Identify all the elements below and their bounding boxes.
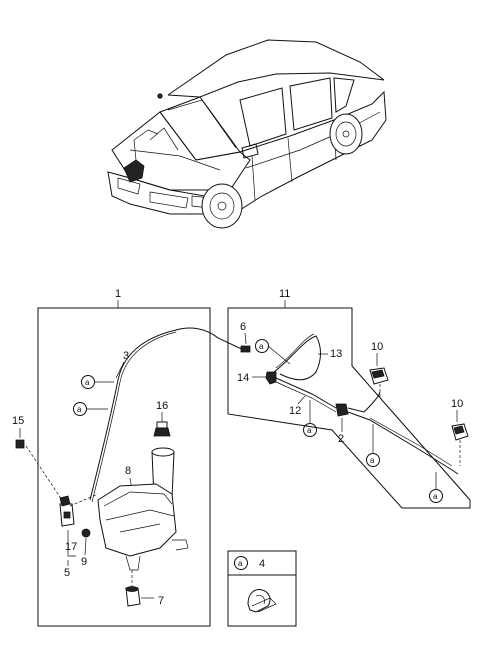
callout-a-right-hose: [366, 453, 380, 467]
part-label-3: 3: [123, 350, 129, 362]
callout-letter: a: [433, 492, 438, 501]
part-label-4: 4: [259, 558, 265, 570]
part-label-1: 1: [115, 288, 121, 300]
grommet: [81, 528, 91, 538]
hose-clip: [247, 589, 271, 613]
callout-letter: a: [307, 426, 312, 435]
part-label-6: 6: [240, 321, 246, 333]
elbow-fitting: [265, 371, 277, 385]
washer-reservoir-group: 1 3 a a 16 8 17: [37, 288, 249, 627]
callout-letter: a: [259, 342, 264, 351]
callout-a-legend: [234, 556, 248, 570]
part-label-10-left: 10: [371, 341, 383, 353]
hose-connector: [240, 345, 251, 353]
callout-letter: a: [85, 378, 90, 387]
part-label-8: 8: [125, 465, 131, 477]
callout-a-far-hose: [429, 489, 443, 503]
part-label-5: 5: [64, 567, 70, 579]
callout-a-hose-upper: [81, 375, 95, 389]
washer-hose-nozzle-group: 11 6 a 13 14 12 a 2: [227, 288, 471, 509]
vehicle-illustration: [107, 39, 387, 229]
part-label-16: 16: [156, 400, 168, 412]
part-label-9: 9: [81, 556, 87, 568]
part-label-11: 11: [279, 288, 290, 300]
filler-cap: [153, 427, 171, 437]
part-label-12: 12: [289, 405, 301, 417]
part-label-17: 17: [65, 541, 77, 553]
callout-letter: a: [77, 405, 82, 414]
callout-a-hose: [303, 423, 317, 437]
clip-legend-box: a 4: [227, 550, 297, 627]
part-label-14: 14: [237, 372, 249, 384]
group-1-frame: [37, 307, 211, 627]
mounting-bolt: 15: [12, 415, 63, 501]
part-label-15: 15: [12, 415, 24, 427]
group-11-frame: [227, 307, 471, 509]
part-label-13: 13: [330, 348, 342, 360]
washer-reservoir-tank: [97, 483, 177, 557]
callout-letter: a: [238, 559, 243, 568]
part-label-10-right: 10: [451, 398, 463, 410]
legend-frame: [227, 550, 297, 627]
part-label-2: 2: [338, 433, 344, 445]
callout-letter: a: [370, 456, 375, 465]
t-connector: [335, 403, 349, 417]
callout-a-hose-lower: [73, 402, 87, 416]
part-label-7: 7: [158, 595, 164, 607]
